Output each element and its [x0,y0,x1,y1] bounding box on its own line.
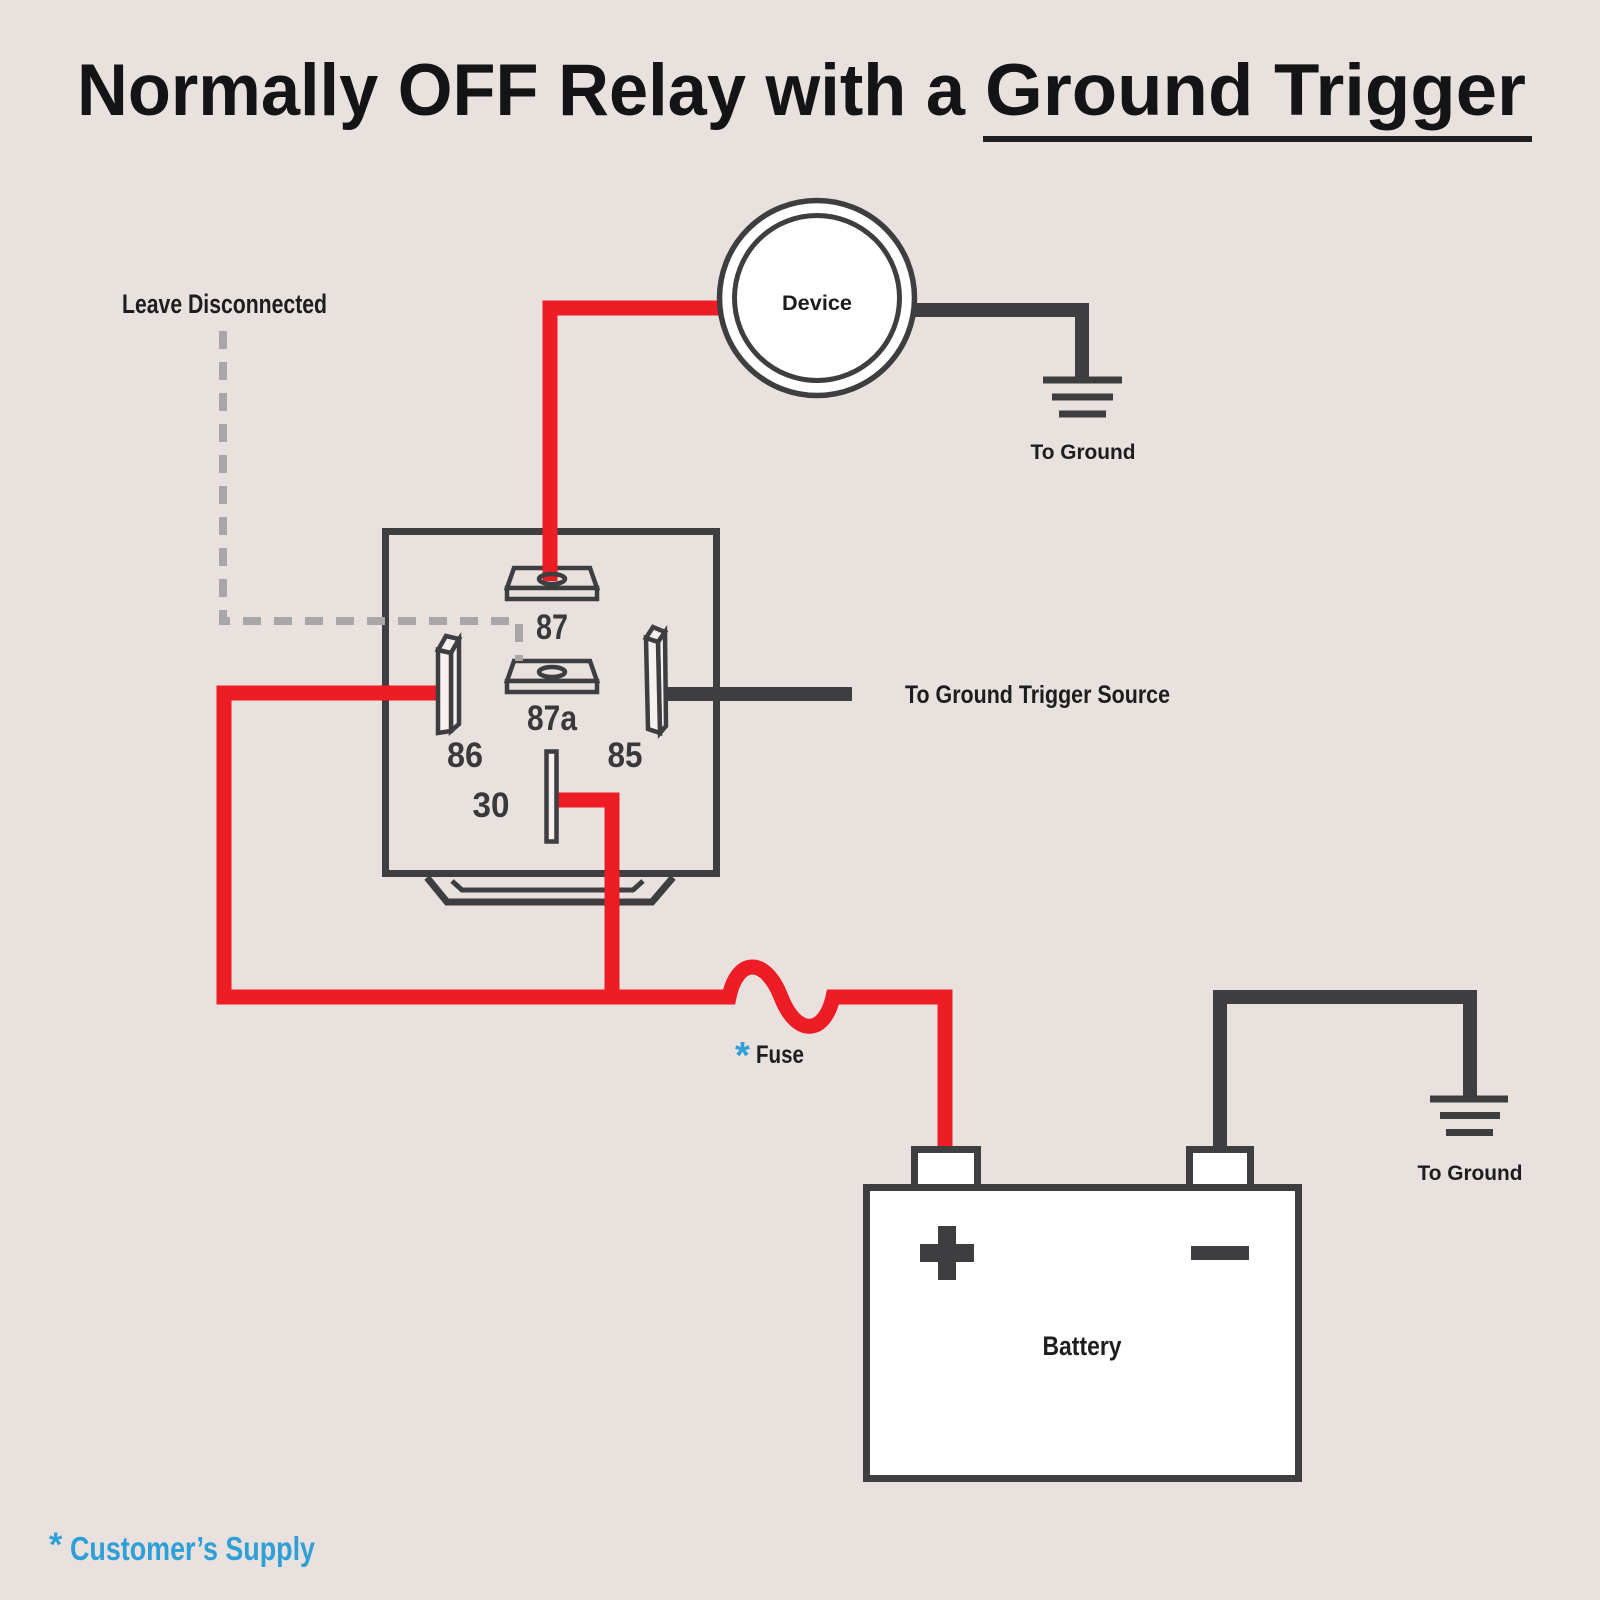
wire-red-pin30-stub [554,792,620,1000]
battery-to-ground-label: To Ground [1418,1162,1523,1185]
wire-red-pin86-fuse-battery [216,685,953,1152]
ground-symbol-device [1043,376,1122,418]
device-inner-ring [732,213,902,383]
pin-86-label: 86 [447,736,483,775]
relay-pin-30-terminal [544,749,559,844]
pin87-screw-hole [536,571,568,587]
pin-85-label: 85 [608,736,643,775]
relay-pin-87a-terminal [503,658,601,695]
relay-pin-86-terminal [434,632,463,736]
ground-symbol-battery [1430,1095,1508,1136]
relay-flange-inner-edge [450,879,645,893]
title-prefix: Normally OFF Relay with a [77,50,966,131]
page-title: Normally OFF Relay with a Ground Trigger [77,50,1532,142]
device-ground [913,303,1122,418]
wire-dark-device-ground [913,303,1089,380]
fuse-label: Fuse [756,1041,804,1069]
customer-supply-label: Customer’s Supply [70,1530,316,1567]
battery: Battery [863,1146,1302,1482]
battery-minus-symbol [1191,1246,1249,1260]
relay-pin-85-terminal [642,624,669,739]
battery-label: Battery [1043,1331,1122,1361]
trigger-source-label: To Ground Trigger Source [905,681,1170,709]
footer-note: * Customer’s Supply [49,1526,316,1567]
battery-plus-symbol [920,1226,974,1280]
fuse-asterisk: * [735,1035,750,1077]
relay-mounting-flange [424,875,676,906]
wire-dark-battery-ground [1213,990,1477,1152]
battery-positive-terminal [911,1146,981,1191]
device-to-ground-label: To Ground [1031,441,1136,464]
battery-negative-terminal [1186,1146,1254,1191]
pin-87-label: 87 [536,608,568,647]
relay [382,528,720,906]
title-underlined-part: Ground Trigger [985,50,1526,131]
leave-disconnected-label: Leave Disconnected [122,289,327,319]
customer-supply-asterisk: * [49,1526,63,1564]
device: Device [716,197,918,399]
wire-dashed-leave-disconnected [219,331,523,661]
pin-30-label: 30 [473,786,510,825]
pin-87a-label: 87a [527,699,577,738]
battery-ground [1213,990,1508,1152]
device-label: Device [782,292,852,315]
